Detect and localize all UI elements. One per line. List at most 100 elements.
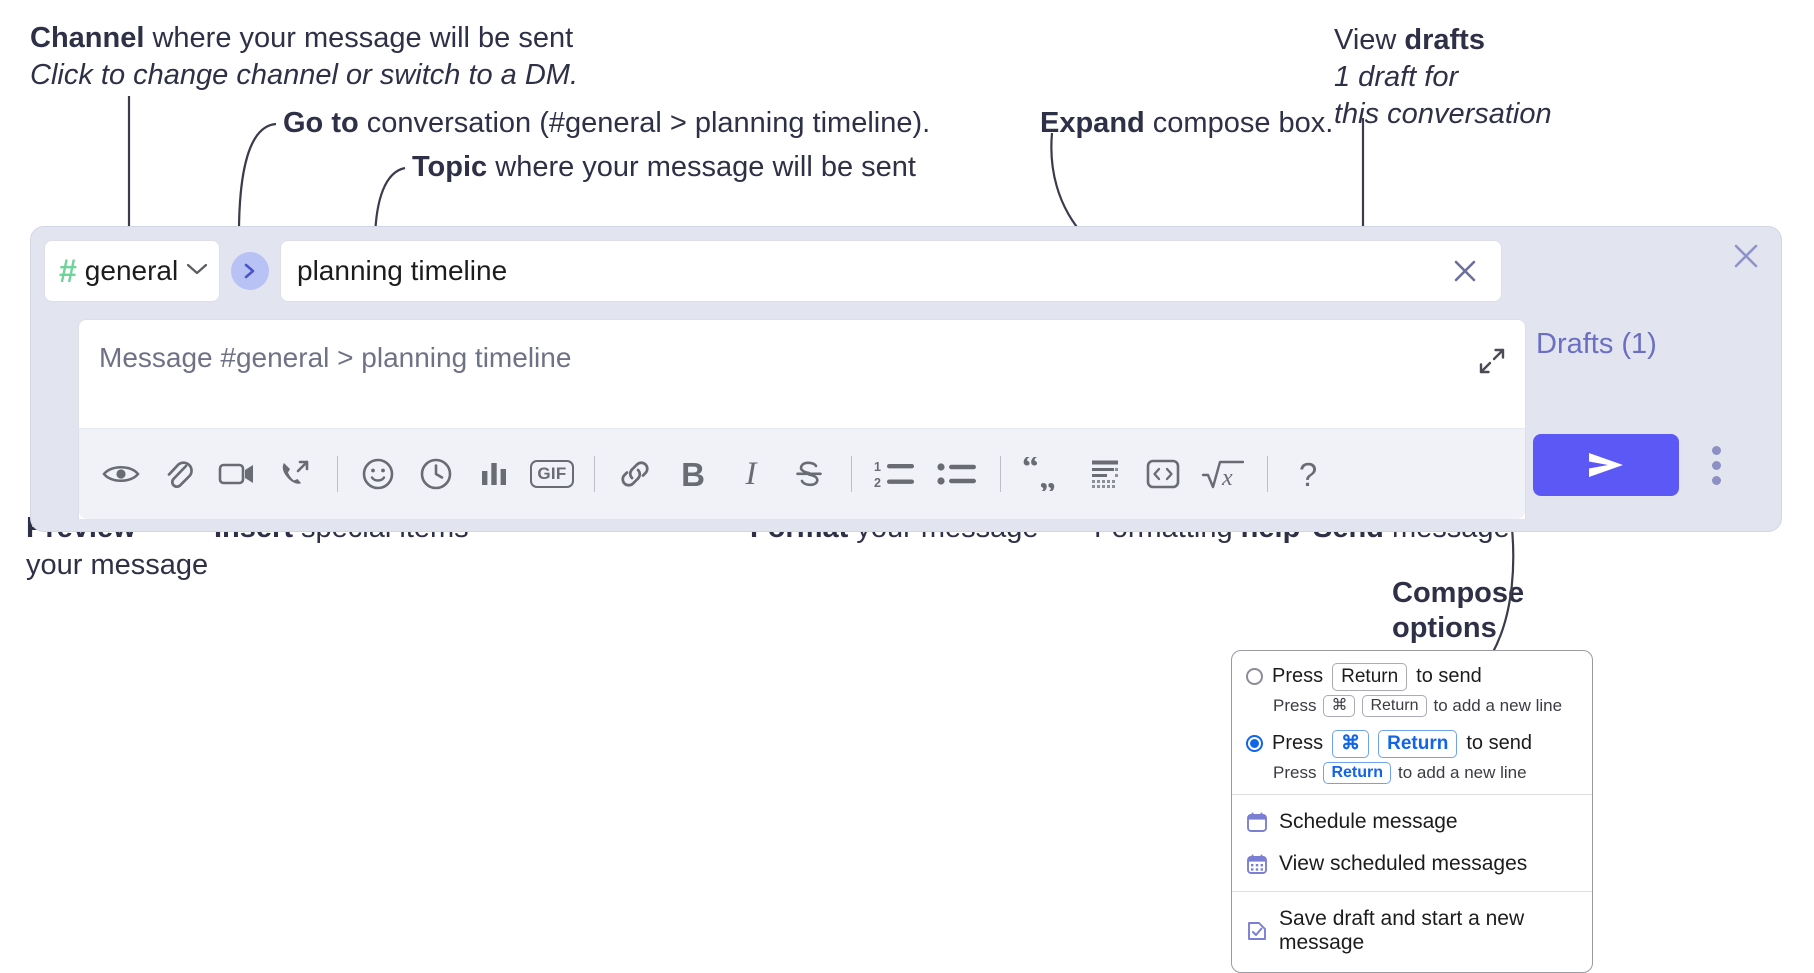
- view-scheduled-messages-item[interactable]: View scheduled messages: [1232, 843, 1592, 885]
- annotation-topic-rest: where your message will be sent: [487, 151, 916, 183]
- compose-options-menu: Press Return to send Press ⌘ Return to a…: [1231, 650, 1593, 973]
- svg-text:x: x: [1221, 465, 1233, 491]
- phone-arrow-icon: [282, 460, 309, 484]
- italic-label: I: [745, 455, 757, 492]
- bar-chart-icon: [482, 463, 506, 485]
- video-clip-button[interactable]: [211, 448, 263, 500]
- annotation-goto-bold: Go to: [283, 107, 359, 139]
- compose-options-button[interactable]: [1700, 440, 1732, 490]
- annotation-drafts-italic2: this conversation: [1334, 98, 1552, 131]
- inline-code-button[interactable]: [1137, 448, 1189, 500]
- key-command: ⌘: [1332, 729, 1370, 758]
- toolbar-divider: [594, 456, 595, 492]
- message-placeholder: Message #general > planning timeline: [99, 342, 572, 373]
- link-icon: [621, 461, 649, 487]
- calendar-icon: [1247, 812, 1267, 832]
- annotation-goto-rest: conversation (#general > planning timeli…: [358, 107, 931, 139]
- code-block-button[interactable]: [1079, 448, 1131, 500]
- message-input[interactable]: Message #general > planning timeline: [79, 320, 1525, 428]
- blockquote-button[interactable]: “ „: [1015, 448, 1073, 500]
- chevron-right-icon: [244, 263, 255, 279]
- send-option-return[interactable]: Press Return to send: [1246, 663, 1578, 691]
- poll-button[interactable]: [468, 448, 520, 500]
- clear-topic-button[interactable]: [1445, 251, 1485, 291]
- schedule-button[interactable]: [410, 448, 462, 500]
- angle-brackets-icon: [1146, 459, 1180, 489]
- annotation-channel-bold: Channel: [30, 22, 145, 54]
- annotation-channel: Channel where your message will be sent …: [30, 20, 578, 94]
- go-to-conversation-button[interactable]: [231, 252, 269, 290]
- bold-label: B: [681, 455, 705, 493]
- annotation-compose-options-bold1: Compose: [1392, 577, 1525, 609]
- channel-selector[interactable]: # general: [44, 240, 220, 302]
- key-command: ⌘: [1323, 694, 1356, 717]
- attach-file-button[interactable]: [153, 448, 205, 500]
- view-scheduled-messages-label: View scheduled messages: [1279, 851, 1528, 875]
- bulleted-list-icon: [937, 463, 976, 485]
- annotation-expand-rest: compose box.: [1144, 107, 1334, 139]
- bold-button[interactable]: B: [667, 448, 719, 500]
- compose-panel: # general planning timeline: [30, 226, 1782, 532]
- key-return: Return: [1378, 729, 1458, 758]
- key-return: Return: [1332, 663, 1408, 691]
- svg-text:1: 1: [874, 460, 881, 474]
- clock-icon: [420, 458, 452, 490]
- schedule-message-label: Schedule message: [1279, 809, 1458, 833]
- audio-clip-button[interactable]: [269, 448, 321, 500]
- schedule-message-item[interactable]: Schedule message: [1232, 801, 1592, 843]
- bulleted-list-button[interactable]: [930, 448, 984, 500]
- send-option-return-sub: Press ⌘ Return to add a new line: [1273, 694, 1578, 717]
- svg-text:2: 2: [874, 476, 881, 489]
- annotation-expand: Expand compose box.: [1040, 105, 1333, 142]
- draft-group: Save draft and start a new message: [1232, 892, 1592, 972]
- save-draft-item[interactable]: Save draft and start a new message: [1232, 898, 1592, 964]
- svg-text:“: “: [1022, 457, 1039, 486]
- channel-name-label: general: [84, 255, 179, 286]
- radio-button-return[interactable]: [1246, 668, 1263, 686]
- radio-button-cmd-return[interactable]: [1246, 735, 1263, 753]
- annotation-preview-line2: your message: [26, 549, 209, 582]
- send-message-button[interactable]: [1533, 434, 1679, 496]
- preview-button[interactable]: [95, 448, 147, 500]
- annotation-drafts-pre: View: [1334, 24, 1405, 56]
- strikethrough-button[interactable]: [783, 448, 835, 500]
- ordered-list-button[interactable]: 1 2: [866, 448, 924, 500]
- svg-text:„: „: [1039, 459, 1056, 491]
- close-icon: [1734, 244, 1758, 268]
- close-icon: [1454, 260, 1476, 282]
- sub-pre: Press: [1273, 695, 1317, 715]
- topic-input[interactable]: planning timeline: [280, 240, 1502, 302]
- schedule-group: Schedule message View scheduled messages: [1232, 795, 1592, 891]
- send-option-cmd-return[interactable]: Press ⌘ Return to send: [1246, 729, 1578, 758]
- sub-pre: Press: [1273, 762, 1317, 782]
- toolbar-divider: [1000, 456, 1001, 492]
- math-button[interactable]: x: [1195, 448, 1251, 500]
- toolbar-divider: [1267, 456, 1268, 492]
- drafts-link[interactable]: Drafts (1): [1536, 328, 1657, 360]
- annotation-topic-bold: Topic: [412, 151, 488, 183]
- strikethrough-icon: [796, 461, 822, 487]
- expand-compose-button[interactable]: [1475, 344, 1509, 378]
- vertical-ellipsis-icon: [1711, 475, 1721, 485]
- italic-button[interactable]: I: [725, 448, 777, 500]
- paperclip-icon: [167, 461, 193, 489]
- square-root-x-icon: x: [1201, 460, 1245, 491]
- close-compose-button[interactable]: [1729, 239, 1763, 273]
- formatting-help-button[interactable]: ?: [1282, 448, 1334, 500]
- gif-button[interactable]: GIF: [526, 448, 578, 500]
- code-block-icon: [1092, 460, 1118, 488]
- save-draft-label: Save draft and start a new message: [1279, 906, 1525, 954]
- send-option-cmd-pre: Press: [1272, 732, 1324, 755]
- gif-label: GIF: [530, 460, 574, 488]
- annotation-expand-bold: Expand: [1040, 107, 1145, 139]
- quote-icon: “ „: [1022, 457, 1056, 491]
- vertical-ellipsis-icon: [1711, 460, 1721, 470]
- chevron-down-icon: [186, 262, 208, 281]
- formatting-toolbar: GIF B I: [79, 428, 1525, 519]
- emoji-button[interactable]: [352, 448, 404, 500]
- annotation-channel-rest: where your message will be sent: [144, 22, 574, 54]
- link-button[interactable]: [609, 448, 661, 500]
- send-option-cmd-post: to send: [1466, 732, 1532, 755]
- ordered-list-icon: 1 2: [874, 460, 914, 489]
- compose-header-row: # general planning timeline: [44, 240, 1502, 302]
